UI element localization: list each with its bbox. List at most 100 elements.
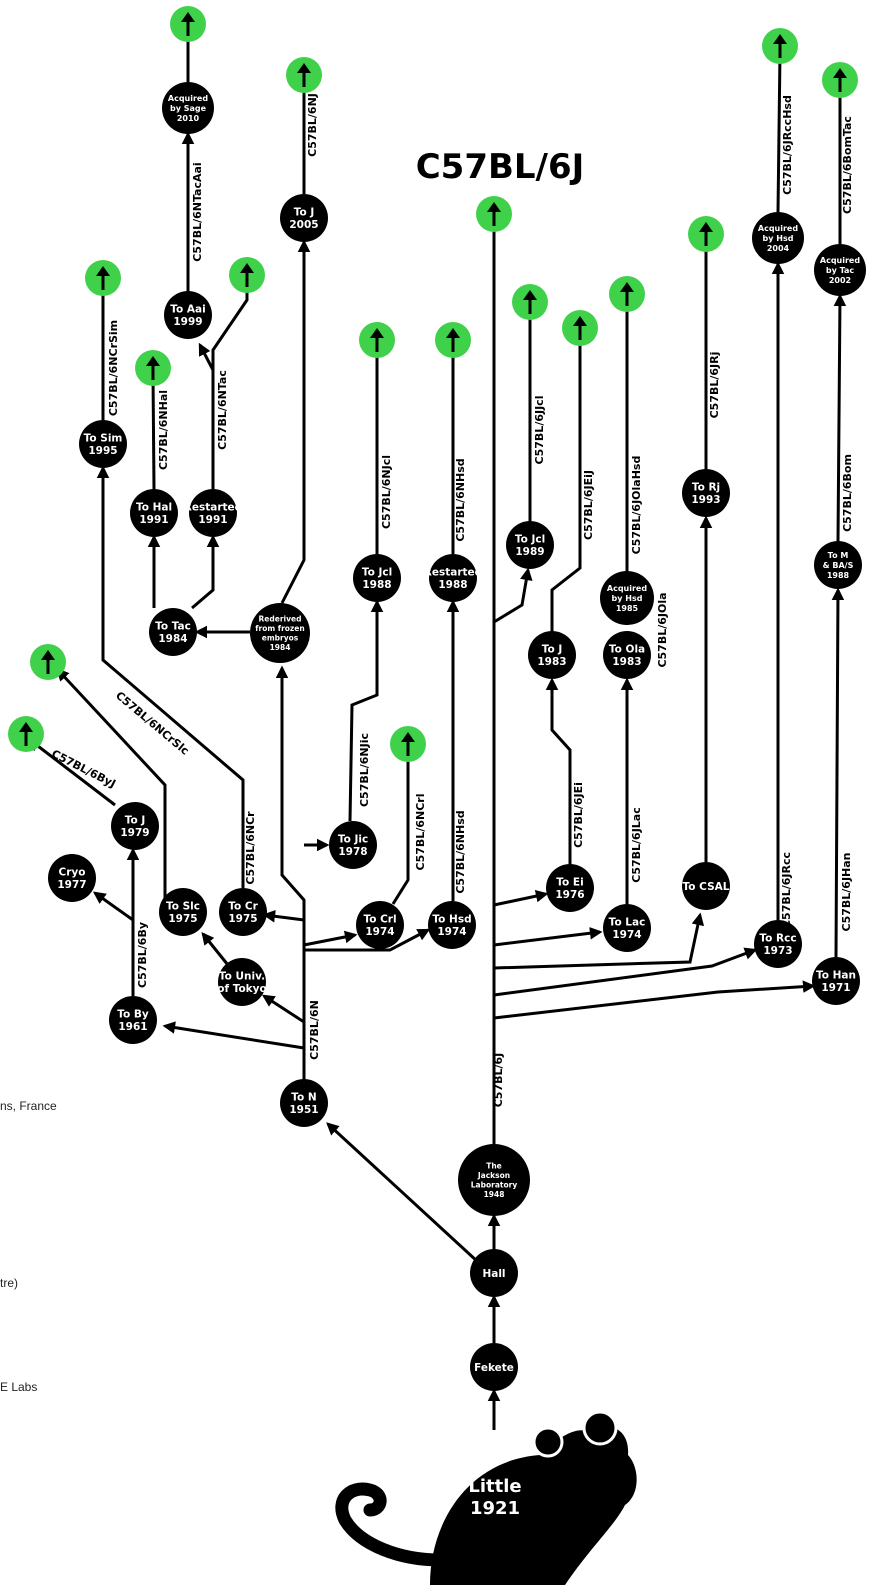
node-label-line: 1988 — [362, 579, 391, 591]
terminal-node — [822, 62, 858, 98]
node-label-line: 1974 — [437, 926, 466, 938]
node-label-line: To Rj — [692, 482, 720, 494]
terminal-node — [562, 310, 598, 346]
lineage-edge — [92, 891, 134, 922]
lineage-edge — [261, 994, 305, 1024]
node-circle — [754, 920, 802, 968]
lineage-edge — [304, 928, 431, 952]
node-label-line: Acquired — [168, 94, 208, 103]
node-label-line: Restarted — [184, 502, 242, 514]
node-circle — [528, 631, 576, 679]
node-label-line: Fekete — [474, 1362, 514, 1374]
node-label-line: 1973 — [763, 945, 792, 957]
terminal-node — [512, 284, 548, 320]
node-label-line: Acquired — [758, 224, 798, 233]
node-label-line: To Lac — [609, 917, 646, 929]
node-circle — [218, 958, 266, 1006]
node-label-line: To Ola — [609, 644, 645, 656]
node-label-line: To Sim — [84, 433, 123, 445]
node-circle — [250, 603, 310, 663]
node-label-line: Hall — [482, 1268, 505, 1280]
node-label-line: To M — [828, 551, 849, 560]
node-label-line: 1993 — [691, 494, 720, 506]
strain-label: C57BL/6NCrl — [414, 794, 427, 871]
node-label-line: To J — [294, 207, 315, 219]
terminal-node — [762, 28, 798, 64]
strain-label: C57BL/6JJcl — [533, 396, 546, 465]
node-label-line: by Hsd — [763, 234, 794, 243]
node-label-line: 2002 — [829, 276, 851, 285]
terminals-layer — [8, 6, 858, 762]
node-circle — [752, 212, 804, 264]
node-label-line: Cryo — [59, 867, 86, 879]
strain-label: C57BL/6JRj — [708, 352, 721, 419]
lineage-edge — [493, 567, 533, 624]
lineage-edge — [96, 465, 245, 888]
node-label-line: of Tokyo — [217, 983, 266, 995]
node-label-line: 1977 — [57, 879, 86, 891]
node-label-line: To Univ. — [219, 971, 265, 983]
node-label-line: 1948 — [484, 1190, 505, 1199]
strain-label: C57BL/6JRccHsd — [781, 95, 794, 195]
node-label-line: 1984 — [158, 633, 187, 645]
node-label-line: 1988 — [438, 579, 467, 591]
strain-label: C57BL/6JHan — [840, 853, 853, 932]
strain-label: C57BL/6JLac — [630, 807, 643, 883]
node-label-line: The — [486, 1161, 502, 1170]
terminal-node — [688, 216, 724, 252]
node-label-line: 1983 — [537, 656, 566, 668]
strain-label: C57BL/6NHsd — [454, 458, 467, 541]
node-label-line: To Hsd — [432, 914, 471, 926]
node-label-line: Jackson — [477, 1171, 510, 1180]
node-label-line: 1979 — [120, 827, 149, 839]
lineage-edge — [773, 49, 787, 213]
strain-label: C57BL/6By — [136, 922, 149, 988]
node-label-line: To Aai — [170, 304, 205, 316]
lineage-edge — [280, 239, 311, 604]
node-label-line: To Jcl — [362, 567, 392, 579]
node-label-line: 1975 — [228, 913, 257, 925]
node-label-line: To Jcl — [515, 534, 545, 546]
node-label-line: 1974 — [365, 926, 394, 938]
node-circle — [329, 821, 377, 869]
node-label-line: 1995 — [88, 445, 117, 457]
lineage-edge — [493, 980, 816, 1020]
node-hall: Hall — [470, 1249, 518, 1297]
node-circle — [109, 996, 157, 1044]
node-circle — [280, 194, 328, 242]
node-circle — [130, 489, 178, 537]
node-label-line: Acquired — [820, 256, 860, 265]
strain-label: C57BL/6JRcc — [780, 852, 793, 928]
node-label-line: 1985 — [616, 604, 639, 613]
node-label-line: To Cr — [228, 901, 258, 913]
node-label-line: by Tac — [826, 266, 855, 275]
strain-label: C57BL/6JEiJ — [582, 470, 595, 540]
strain-label: C57BL/6NTacAai — [191, 162, 204, 261]
strain-label: C57BL/6NTac — [216, 370, 229, 450]
terminal-node — [359, 322, 395, 358]
node-circle — [189, 489, 237, 537]
node-label-line: 1976 — [555, 889, 584, 901]
terminal-node — [30, 644, 66, 680]
terminal-node — [609, 276, 645, 312]
lineage-edge — [493, 889, 549, 907]
strain-label: C57BL/6NJ — [306, 93, 319, 157]
terminal-node — [476, 196, 512, 232]
node-label-line: 1951 — [289, 1104, 318, 1116]
side-fragment-2: tre) — [0, 1276, 18, 1290]
strain-label: C57BL/6NJic — [358, 733, 371, 807]
lineage-edge — [262, 910, 305, 923]
lineage-edge — [191, 534, 220, 610]
node-label-line: Acquired — [607, 584, 647, 593]
